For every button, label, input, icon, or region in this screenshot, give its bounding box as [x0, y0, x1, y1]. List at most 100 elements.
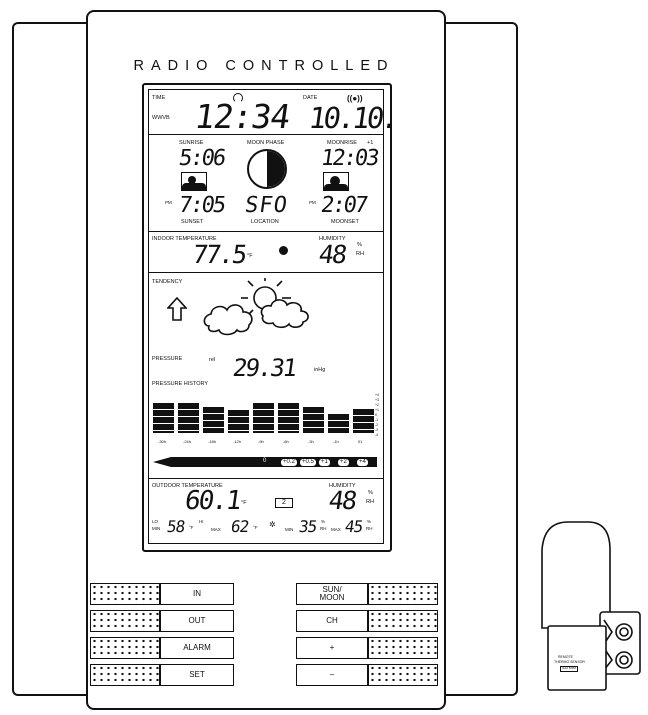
humidity-min-rh: RH: [320, 526, 327, 531]
pressure-history-bar: [278, 403, 299, 433]
time-date-section: TIME WWVB 12:34 DATE ((●)) 10.10.: [149, 90, 398, 136]
moon-weather-icon: [323, 172, 349, 191]
sunset-pm: PM: [165, 200, 172, 205]
indoor-humidity-pct: %: [357, 242, 362, 248]
minus-button[interactable]: –: [296, 664, 368, 686]
sun-moon-section: SUNRISE 5:06 PM 7:05 SUNSET MOON PHASE S…: [149, 135, 383, 232]
moonset-value: 2:07: [319, 193, 368, 218]
pressure-trend-label: +2: [337, 458, 350, 467]
outdoor-temp-label: OUTDOOR TEMPERATURE: [152, 483, 223, 489]
pressure-history-hour-label: -6h: [283, 439, 289, 444]
moon-phase-icon: [247, 149, 287, 189]
comfort-face-icon: [279, 246, 288, 255]
speaker-grille: [90, 637, 160, 659]
pressure-history-hour-label: -24h: [183, 439, 192, 444]
sensor-line1: REMOTE: [558, 655, 573, 659]
outdoor-section: OUTDOOR TEMPERATURE 60.1 °F 2 HUMIDITY 4…: [149, 479, 383, 543]
indoor-humidity-value: 48: [316, 240, 348, 269]
time-label: TIME: [152, 95, 166, 101]
speaker-grille: [368, 610, 438, 632]
pressure-label: PRESSURE: [152, 356, 183, 362]
pressure-history-scale-label: +2: [375, 403, 379, 407]
sun-moon-button[interactable]: SUN/ MOON: [296, 583, 368, 605]
sunny-cloudy-forecast-icon: [203, 278, 309, 336]
plus-button[interactable]: +: [296, 637, 368, 659]
date-label: DATE: [303, 95, 318, 101]
outdoor-lo-unit: °F: [189, 525, 194, 530]
pressure-history-bar: [253, 403, 274, 433]
pressure-history-hour-label: 01: [358, 439, 363, 444]
channel-indicator: 2: [275, 498, 293, 508]
outdoor-temp-unit: °F: [241, 500, 247, 506]
pressure-history-scale-label: -3: [375, 428, 379, 432]
pressure-history-label: PRESSURE HISTORY: [152, 381, 209, 387]
pressure-history-hour-label: -3h: [308, 439, 314, 444]
indoor-temp-unit: °F: [247, 253, 253, 259]
ch-button[interactable]: CH: [296, 610, 368, 632]
sunset-value: 7:05: [177, 193, 226, 218]
outdoor-hi-temp: 62: [229, 517, 250, 536]
speaker-grille: [90, 583, 160, 605]
outdoor-humidity-rh: RH: [366, 499, 374, 505]
out-button[interactable]: OUT: [160, 610, 234, 632]
in-button[interactable]: IN: [160, 583, 234, 605]
humidity-min-label: MIN: [285, 527, 294, 532]
indoor-humidity-label: HUMIDITY: [319, 236, 346, 242]
forecast-pressure-section: TENDENCY PRESSURE rel 29.31 inHg PRESSUR…: [149, 273, 383, 479]
moonrise-value: 12:03: [319, 146, 380, 171]
set-button[interactable]: SET: [160, 664, 234, 686]
moonset-pm: PM: [309, 200, 316, 205]
pressure-history-bar: [303, 407, 324, 433]
humidity-max-rh: RH: [366, 526, 373, 531]
speaker-grille: [368, 583, 438, 605]
time-value: 12:34: [192, 97, 293, 136]
pressure-history-hour-label: -12h: [233, 439, 242, 444]
alarm-button[interactable]: ALARM: [160, 637, 234, 659]
pressure-trend-label: +0.5: [299, 458, 317, 467]
humidity-min-pct: %: [321, 519, 326, 524]
pressure-unit: inHg: [314, 367, 326, 373]
pressure-trend-label: +4: [356, 458, 369, 467]
pressure-history-bar: [203, 407, 224, 433]
remote-sensor-body: [541, 521, 641, 691]
outdoor-hi-unit: °F: [253, 525, 258, 530]
sunrise-value: 5:06: [177, 146, 226, 171]
indoor-section: INDOOR TEMPERATURE 77.5 °F HUMIDITY 48 %…: [149, 232, 383, 273]
pressure-history-bar: [353, 409, 374, 433]
speaker-grille: [90, 610, 160, 632]
pressure-history-hour-label: -9h: [258, 439, 264, 444]
indoor-humidity-rh: RH: [356, 251, 364, 257]
outdoor-lo-min-label: MIN: [152, 526, 161, 531]
humidity-max-label: MAX: [331, 527, 341, 532]
remote-sensor: REMOTE THERMO SENSOR 433 MHz: [538, 520, 642, 700]
sensor-line2: THERMO SENSOR: [554, 660, 585, 664]
moonset-label: MOONSET: [331, 219, 359, 225]
wwvb-label: WWVB: [152, 115, 170, 121]
tendency-label: TENDENCY: [152, 279, 183, 285]
outdoor-hi-label: HI: [199, 519, 204, 524]
pressure-trend-label: +1: [318, 458, 331, 467]
date-value: 10.10.: [306, 101, 399, 135]
indoor-temp-value: 77.5: [190, 240, 248, 269]
pressure-history-bar: [328, 414, 349, 433]
sun-moon-line2: MOON: [319, 593, 345, 602]
location-value: SFO: [243, 193, 290, 218]
pressure-history-scale-label: -1: [375, 418, 379, 422]
pressure-trend-scale: 0+0.2+0.5+1+2+4: [151, 455, 379, 469]
brand-title: RADIO CONTROLLED: [133, 58, 395, 74]
lcd-inner: TIME WWVB 12:34 DATE ((●)) 10.10. SUNRIS…: [148, 89, 398, 544]
outdoor-temp-value: 60.1: [182, 486, 242, 516]
signal-icon: ((●)): [347, 94, 363, 103]
sunset-label: SUNSET: [181, 219, 204, 225]
humidity-max-pct: %: [367, 519, 372, 524]
speaker-grille: [90, 664, 160, 686]
sunrise-label: SUNRISE: [179, 140, 204, 146]
pressure-history-bar: [228, 410, 249, 433]
outdoor-hi-max-label: MAX: [211, 527, 221, 532]
outdoor-lo-label: LO: [152, 519, 159, 524]
pressure-trend-label: +0.2: [280, 458, 298, 467]
speaker-grille: [368, 637, 438, 659]
indoor-temp-label: INDOOR TEMPERATURE: [152, 236, 217, 242]
outdoor-lo-temp: 58: [165, 517, 186, 536]
